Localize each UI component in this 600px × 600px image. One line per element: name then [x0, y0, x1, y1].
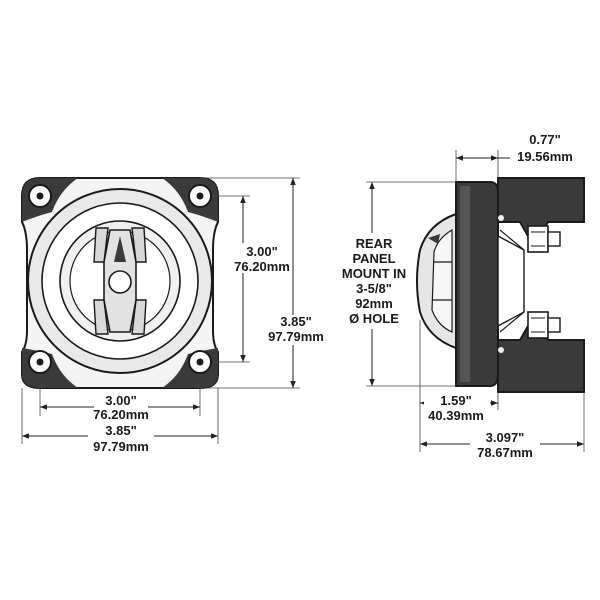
panel-note-line-4: 3-5/8"	[356, 281, 392, 296]
width-mm: 97.79mm	[93, 439, 149, 454]
selector-knob	[93, 227, 147, 335]
width-inch: 3.85"	[105, 423, 136, 438]
panel-note-line-1: REAR	[356, 236, 393, 251]
panel-note-line-2: PANEL	[352, 251, 395, 266]
rear-depth-mm: 19.56mm	[517, 149, 573, 164]
height-mm: 97.79mm	[268, 329, 324, 344]
height-inch: 3.85"	[280, 314, 311, 329]
overall-depth-inch: 3.097"	[486, 430, 525, 445]
bolt-v-mm: 76.20mm	[234, 259, 290, 274]
bolt-v-inch: 3.00"	[246, 244, 277, 259]
front-depth-inch: 1.59"	[440, 393, 471, 408]
side-view: 0.77" 19.56mm REAR PANEL MOUNT IN 3-5/8"…	[338, 128, 585, 460]
terminal-stud-bottom	[527, 311, 561, 339]
rear-depth-inch: 0.77"	[529, 132, 560, 147]
front-view: 3.00" 76.20mm 3.85" 97.79mm 3.00" 76.20m…	[21, 177, 326, 454]
front-depth-mm: 40.39mm	[428, 408, 484, 423]
bolt-h-inch: 3.00"	[105, 393, 136, 408]
panel-note: REAR PANEL MOUNT IN 3-5/8" 92mm Ø HOLE	[342, 236, 406, 326]
side-rear-bottom	[497, 325, 585, 393]
overall-depth-mm: 78.67mm	[477, 445, 533, 460]
terminal-stud-top	[527, 225, 561, 253]
bolt-h-mm: 76.20mm	[93, 407, 149, 422]
panel-note-line-3: MOUNT IN	[342, 266, 406, 281]
mounting-hole-bl	[28, 350, 52, 374]
mounting-hole-tr	[188, 184, 212, 208]
mounting-hole-br	[188, 350, 212, 374]
panel-note-line-5: 92mm	[355, 296, 393, 311]
panel-note-line-6: Ø HOLE	[349, 311, 399, 326]
mounting-hole-tl	[28, 184, 52, 208]
